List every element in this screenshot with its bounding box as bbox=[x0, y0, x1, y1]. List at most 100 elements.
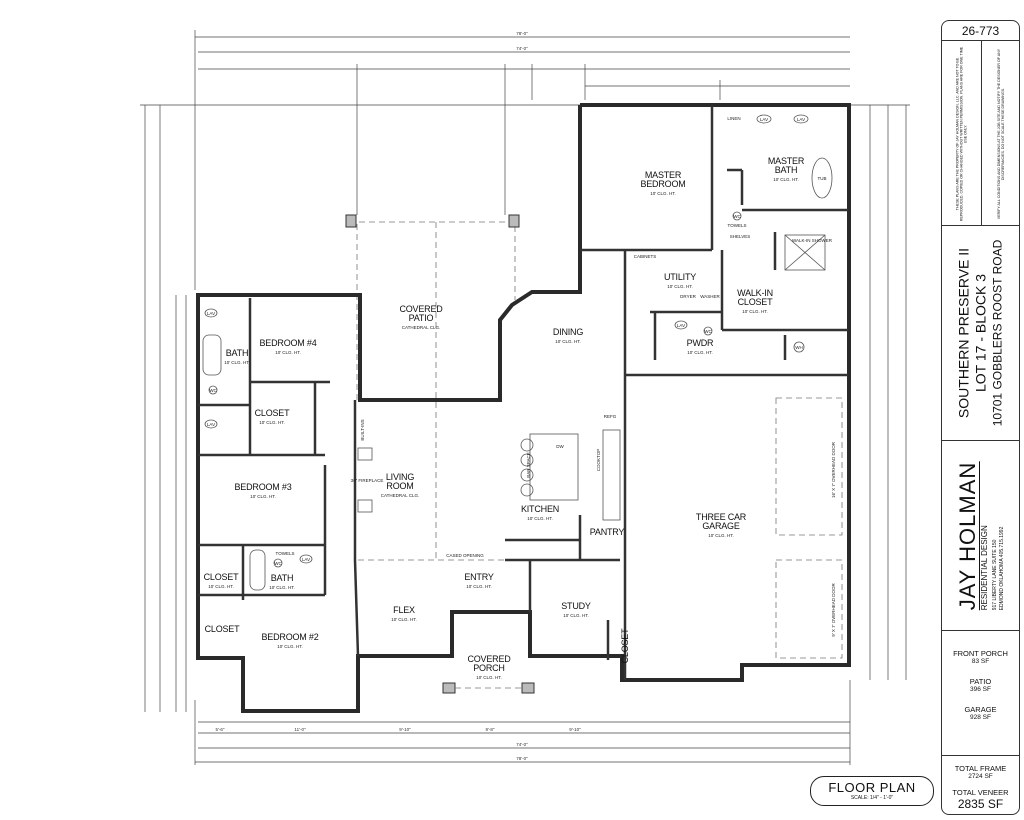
room-name: THREE CAR bbox=[696, 512, 747, 522]
room-name: BEDROOM #3 bbox=[234, 482, 291, 492]
svg-text:LINEN: LINEN bbox=[727, 116, 740, 121]
room-name: COVERED bbox=[467, 654, 511, 664]
room-name-line2: GARAGE bbox=[702, 521, 740, 531]
tub-label: TUB bbox=[818, 176, 827, 181]
room-bedroom-4: BEDROOM #410' CLG. HT. bbox=[259, 338, 316, 355]
project-subdivision: SOUTHERN PRESERVE II bbox=[955, 247, 971, 419]
room-name: BATH bbox=[271, 573, 294, 583]
project-lot: LOT 17 - BLOCK 3 bbox=[972, 273, 988, 393]
ceiling-height: 10' CLG. HT. bbox=[650, 191, 676, 196]
areas-section: FRONT PORCH 83 SF PATIO 396 SF GARAGE 92… bbox=[942, 631, 1019, 756]
svg-text:COOKTOP: COOKTOP bbox=[596, 449, 601, 471]
room-name: CLOSET bbox=[255, 408, 291, 418]
totals-section: TOTAL FRAME 2724 SF TOTAL VENEER 2835 SF bbox=[942, 756, 1019, 814]
top-dimensions: 78'-0" 74'-0" bbox=[194, 30, 850, 290]
room-name-line2: BEDROOM bbox=[640, 179, 685, 189]
svg-text:BUILT-INS: BUILT-INS bbox=[360, 419, 365, 440]
svg-text:TOWELS: TOWELS bbox=[728, 223, 747, 228]
svg-text:WC: WC bbox=[704, 329, 712, 334]
area-value: 83 SF bbox=[971, 658, 990, 665]
dim-overall-inner-bottom: 74'-0" bbox=[516, 742, 528, 747]
room-name: CLOSET bbox=[205, 624, 241, 634]
walk-in-shower: WALK-IN SHOWER bbox=[784, 234, 833, 271]
room-bedroom-2: BEDROOM #210' CLG. HT. bbox=[261, 632, 318, 649]
designer-phone: EDMOND OKLAHOMA 405.715.1992 bbox=[998, 526, 1005, 610]
plan-number-section: 26-773 bbox=[942, 21, 1019, 41]
ceiling-height: 10' CLG. HT. bbox=[224, 360, 250, 365]
designer-logo-section: JAY HOLMAN RESIDENTIAL DESIGN 917 LIBERT… bbox=[942, 441, 1019, 631]
room-name: WALK-IN bbox=[737, 288, 773, 298]
ceiling-height: 10' CLG. HT. bbox=[277, 644, 303, 649]
porch-column bbox=[521, 682, 535, 694]
patio-column bbox=[345, 214, 357, 228]
plan-number: 26-773 bbox=[961, 24, 1000, 38]
room-name-line2: PATIO bbox=[409, 313, 434, 323]
tub bbox=[811, 157, 833, 199]
ceiling-height: 10' CLG. HT. bbox=[742, 309, 768, 314]
svg-text:LAV: LAV bbox=[677, 323, 685, 328]
svg-text:REFG: REFG bbox=[604, 414, 617, 419]
svg-text:WASHER: WASHER bbox=[700, 294, 720, 299]
svg-text:LAV: LAV bbox=[797, 117, 805, 122]
room-closet: CLOSET bbox=[205, 624, 241, 634]
svg-text:LAV: LAV bbox=[302, 557, 310, 562]
room-name: FLEX bbox=[393, 605, 415, 615]
exterior-wall bbox=[196, 103, 851, 713]
svg-text:WALK-IN SHOWER: WALK-IN SHOWER bbox=[792, 238, 833, 243]
room-name: BATH bbox=[226, 348, 249, 358]
svg-text:WC: WC bbox=[274, 561, 282, 566]
area-patio: PATIO 396 SF bbox=[942, 677, 1019, 693]
ceiling-height: 10' CLG. HT. bbox=[687, 350, 713, 355]
side-dimensions bbox=[140, 104, 910, 712]
project-section: SOUTHERN PRESERVE II LOT 17 - BLOCK 3 10… bbox=[942, 226, 1019, 441]
ceiling-height: 10' CLG. HT. bbox=[466, 584, 492, 589]
room-name: DINING bbox=[553, 327, 583, 337]
covered-patio-outline bbox=[345, 214, 520, 560]
room-pwdr: PWDR 10' CLG. HT. bbox=[687, 338, 715, 355]
room-name-line2: CLOSET bbox=[738, 297, 774, 307]
area-value: 396 SF bbox=[970, 686, 991, 693]
ceiling-height: 10' CLG. HT. bbox=[208, 584, 234, 589]
verify-notes: VERIFY ALL CONDITIONS AND DIMENSIONS AT … bbox=[996, 48, 1005, 219]
area-label: PATIO bbox=[969, 677, 992, 686]
dim-segment: 9'-8" bbox=[486, 727, 495, 732]
room-name-line2: PORCH bbox=[473, 663, 505, 673]
svg-text:LAV: LAV bbox=[207, 311, 215, 316]
designer-tagline: RESIDENTIAL DESIGN bbox=[978, 461, 989, 610]
svg-text:SHELVES: SHELVES bbox=[730, 234, 750, 239]
room-closet: CLOSET bbox=[620, 628, 630, 664]
room-name: STUDY bbox=[561, 601, 591, 611]
svg-text:LAV: LAV bbox=[760, 117, 768, 122]
garage-doors bbox=[775, 397, 843, 659]
ceiling-height: 10' CLG. HT. bbox=[250, 494, 276, 499]
room-name: UTILITY bbox=[664, 272, 696, 282]
room-name: CLOSET bbox=[204, 572, 240, 582]
area-value: 928 SF bbox=[970, 714, 991, 721]
svg-text:CABINETS: CABINETS bbox=[634, 254, 657, 259]
room-name: COVERED bbox=[399, 304, 443, 314]
room-name: MASTER bbox=[645, 170, 682, 180]
bottom-dimensions: 5'-6" 11'-0" 9'-10" 9'-8" 9'-10" 74'-0" … bbox=[194, 680, 851, 765]
total-veneer-label: TOTAL VENEER bbox=[952, 788, 1009, 797]
dim-segment: 9'-10" bbox=[399, 727, 411, 732]
ceiling-height: 10' CLG. HT. bbox=[476, 675, 502, 680]
room-name: PWDR bbox=[687, 338, 714, 348]
total-frame-label: TOTAL FRAME bbox=[954, 764, 1007, 773]
kitchen-island bbox=[520, 429, 621, 521]
room-bedroom-3: BEDROOM #3 10' CLG. HT. bbox=[234, 482, 291, 499]
ceiling-height: CATHEDRAL CLG. bbox=[381, 493, 420, 498]
ceiling-height: CATHEDRAL CLG. bbox=[402, 325, 441, 330]
